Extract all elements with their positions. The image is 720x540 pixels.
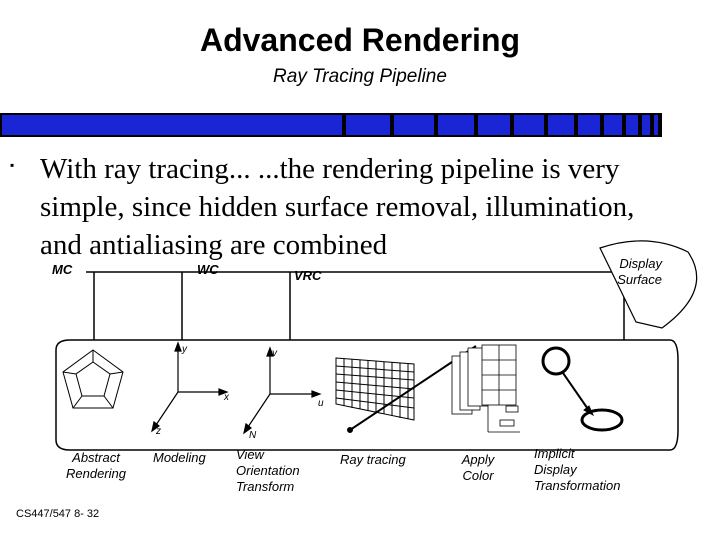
decorative-bar [0,113,662,137]
axis-label-v: v [272,348,277,359]
coord-label-wc: WC [197,262,219,277]
stage-label-implicit: Implicit Display Transformation [534,446,620,494]
stage-label-line: Rendering [66,466,126,481]
bar-segment [478,115,510,135]
body-text: With ray tracing... ...the rendering pip… [40,150,710,264]
coord-label-vrc: VRC [294,268,322,283]
dodecahedron-icon [62,349,124,409]
frame-buffer-icon [451,344,520,433]
stage-label-line: Abstract [72,450,120,465]
bar-segment [2,115,342,135]
bar-segment [604,115,622,135]
axis-label-z: z [156,426,161,437]
bar-segment [642,115,650,135]
coord-label-mc: MC [52,262,73,277]
bar-segment [438,115,474,135]
stage-label-ray-tracing: Ray tracing [340,452,406,467]
display-label-line: Surface [617,272,662,287]
stage-label-line: Apply [461,452,495,467]
bar-segment [626,115,638,135]
stage-label-apply-color: Apply Color [458,452,498,484]
display-label-line: Display [619,256,662,271]
stage-label-abstract: Abstract Rendering [60,450,132,482]
axis-label-u: u [318,398,324,409]
view-axes-icon [243,346,322,435]
display-surface-label: Display Surface [604,256,662,288]
axis-label-x: x [224,392,229,403]
bar-segment [346,115,390,135]
bar-segment [548,115,574,135]
slide-title: Advanced Rendering [199,22,521,58]
bar-segment [578,115,600,135]
bar-segment [394,115,434,135]
axis-label-n: N [249,430,257,441]
display-transform-icon [541,346,624,432]
slide-footer: CS447/547 8- 32 [16,508,100,520]
stage-label-line: Transform [236,479,295,494]
bar-segment [514,115,544,135]
stage-label-line: Color [462,468,494,483]
pipeline-container [55,339,679,451]
stage-label-line: Display [534,462,577,477]
stage-label-line: View [236,447,264,462]
stage-label-line: Orientation [236,463,300,478]
stage-label-modeling: Modeling [153,450,206,465]
stage-label-view: View Orientation Transform [236,447,300,495]
display-surface-shape [599,240,698,329]
body-line: simple, since hidden surface removal, il… [40,191,635,223]
slide-subtitle: Ray Tracing Pipeline [273,66,447,87]
bar-segment [654,115,658,135]
stage-label-line: Implicit [534,446,575,461]
body-line: and antialiasing are combined [40,229,388,261]
stage-label-line: Transformation [534,478,621,493]
modeling-axes-icon [151,341,229,433]
axis-label-y: y [182,344,187,355]
body-line: With ray tracing... ...the rendering pip… [40,153,620,185]
bullet-marker: ▪ [10,158,15,172]
